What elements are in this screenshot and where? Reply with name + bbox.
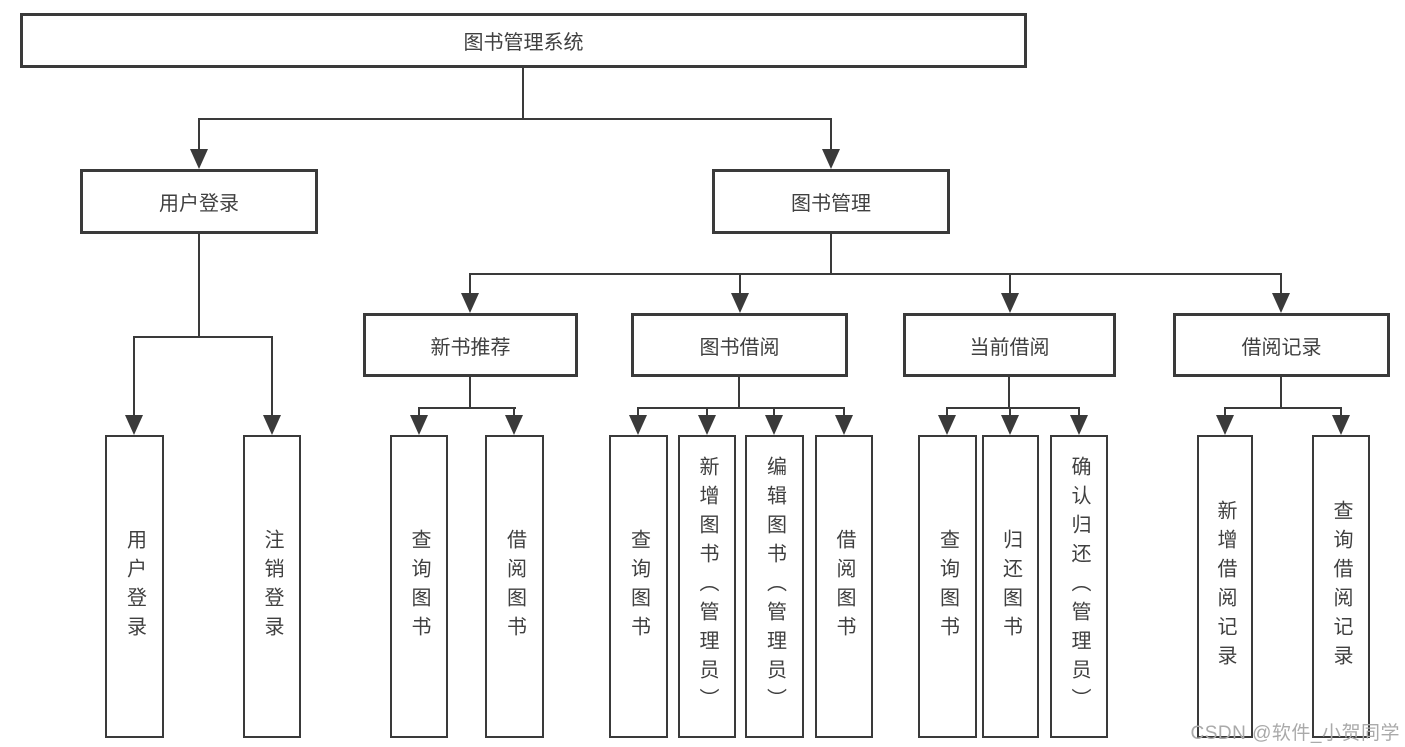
arrow-down-icon: [461, 293, 479, 313]
connector-line: [1224, 407, 1226, 416]
connector-line: [198, 118, 832, 120]
arrow-down-icon: [190, 149, 208, 169]
arrow-down-icon: [822, 149, 840, 169]
connector-line: [1280, 273, 1282, 294]
leaf-query-books-recommend: 查询图书: [390, 435, 448, 738]
connector-line: [946, 407, 1080, 409]
leaf-query-books-borrow-label: 查询图书: [627, 528, 650, 645]
leaf-query-books-recommend-label: 查询图书: [408, 528, 430, 645]
connector-line: [637, 407, 845, 409]
connector-line: [469, 377, 471, 408]
connector-line: [198, 118, 200, 150]
connector-line: [198, 234, 200, 338]
node-user-login-label: 用户登录: [159, 193, 239, 215]
connector-line: [1340, 407, 1342, 416]
connector-line: [469, 273, 471, 294]
leaf-add-books-admin-label: 新增图书（管理员）: [696, 456, 718, 717]
leaf-borrow-books-recommend-label: 借阅图书: [503, 528, 526, 645]
leaf-add-borrow-record-label: 新增借阅记录: [1214, 499, 1236, 674]
leaf-query-books-borrow: 查询图书: [609, 435, 668, 738]
connector-line: [1008, 377, 1010, 408]
connector-line: [133, 336, 135, 416]
leaf-edit-books-admin: 编辑图书（管理员）: [745, 435, 804, 738]
node-borrow-records-label: 借阅记录: [1241, 336, 1322, 359]
connector-line: [133, 336, 273, 338]
leaf-borrow-books: 借阅图书: [815, 435, 873, 738]
node-new-book-recommend: 新书推荐: [363, 313, 578, 377]
watermark: CSDN @软件_小贺同学: [1190, 723, 1400, 744]
connector-line: [946, 407, 948, 416]
connector-line: [830, 118, 832, 150]
connector-line: [418, 407, 420, 416]
connector-line: [513, 407, 515, 416]
connector-line: [637, 407, 639, 416]
arrow-down-icon: [835, 415, 853, 435]
leaf-query-borrow-record: 查询借阅记录: [1312, 435, 1370, 738]
connector-line: [830, 234, 832, 275]
leaf-borrow-books-label: 借阅图书: [833, 528, 855, 645]
node-user-login: 用户登录: [80, 169, 318, 234]
connector-line: [1280, 377, 1282, 408]
node-book-borrow: 图书借阅: [631, 313, 848, 377]
node-current-borrow-label: 当前借阅: [969, 336, 1050, 359]
connector-line: [773, 407, 775, 416]
node-book-management: 图书管理: [712, 169, 950, 234]
connector-line: [1009, 407, 1011, 416]
leaf-edit-books-admin-label: 编辑图书（管理员）: [763, 456, 786, 717]
arrow-down-icon: [938, 415, 956, 435]
connector-line: [1078, 407, 1080, 416]
arrow-down-icon: [505, 415, 523, 435]
leaf-add-books-admin: 新增图书（管理员）: [678, 435, 736, 738]
leaf-user-login-label: 用户登录: [123, 528, 146, 645]
leaf-query-books-current: 查询图书: [918, 435, 977, 738]
arrow-down-icon: [731, 293, 749, 313]
leaf-confirm-return-admin: 确认归还（管理员）: [1050, 435, 1108, 738]
node-current-borrow: 当前借阅: [903, 313, 1116, 377]
leaf-borrow-books-recommend: 借阅图书: [485, 435, 544, 738]
connector-line: [469, 273, 1282, 275]
arrow-down-icon: [765, 415, 783, 435]
arrow-down-icon: [263, 415, 281, 435]
leaf-logout: 注销登录: [243, 435, 301, 738]
arrow-down-icon: [1332, 415, 1350, 435]
node-book-borrow-label: 图书借阅: [699, 336, 780, 359]
arrow-down-icon: [410, 415, 428, 435]
arrow-down-icon: [1272, 293, 1290, 313]
arrow-down-icon: [698, 415, 716, 435]
arrow-down-icon: [1216, 415, 1234, 435]
leaf-confirm-return-admin-label: 确认归还（管理员）: [1068, 456, 1090, 717]
leaf-query-books-current-label: 查询图书: [936, 528, 959, 645]
arrow-down-icon: [125, 415, 143, 435]
connector-line: [739, 273, 741, 294]
node-root: 图书管理系统: [20, 13, 1027, 68]
leaf-logout-label: 注销登录: [261, 528, 283, 645]
arrow-down-icon: [1001, 415, 1019, 435]
connector-line: [738, 377, 740, 408]
node-book-management-label: 图书管理: [791, 193, 871, 215]
connector-line: [1224, 407, 1342, 409]
arrow-down-icon: [1070, 415, 1088, 435]
leaf-query-borrow-record-label: 查询借阅记录: [1330, 499, 1352, 674]
connector-line: [843, 407, 845, 416]
node-root-label: 图书管理系统: [463, 32, 584, 54]
leaf-return-books-label: 归还图书: [999, 528, 1022, 645]
leaf-add-borrow-record: 新增借阅记录: [1197, 435, 1253, 738]
connector-line: [418, 407, 516, 409]
node-new-book-recommend-label: 新书推荐: [430, 336, 511, 359]
leaf-user-login: 用户登录: [105, 435, 164, 738]
leaf-return-books: 归还图书: [982, 435, 1039, 738]
connector-line: [522, 68, 524, 119]
connector-line: [1009, 273, 1011, 294]
arrow-down-icon: [1001, 293, 1019, 313]
connector-line: [706, 407, 708, 416]
node-borrow-records: 借阅记录: [1173, 313, 1390, 377]
arrow-down-icon: [629, 415, 647, 435]
connector-line: [271, 336, 273, 416]
